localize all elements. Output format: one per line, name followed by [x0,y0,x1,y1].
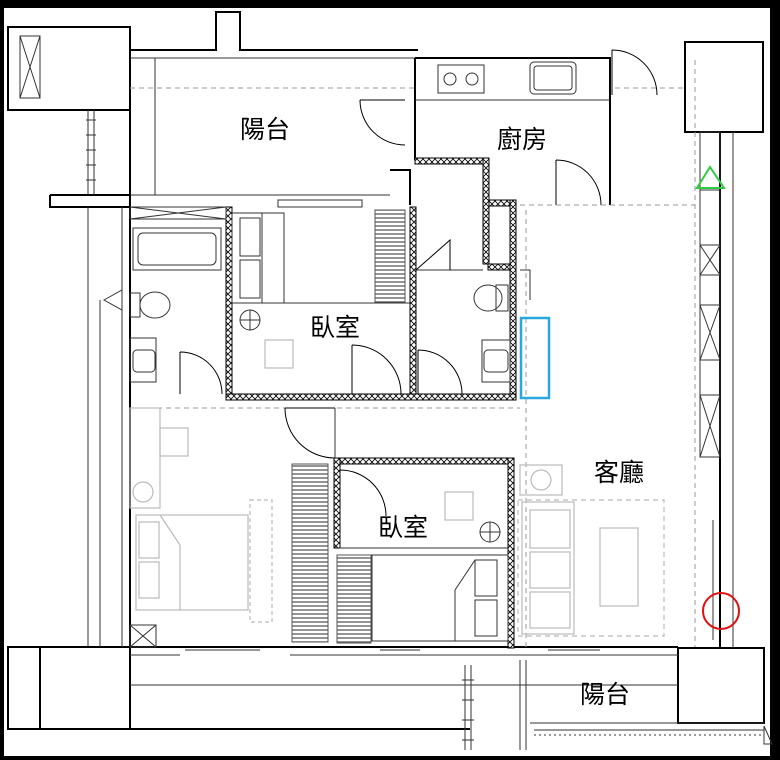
room-label-bedroom-center: 臥室 [310,313,360,342]
kitchen-area [414,49,685,206]
bedroom-lower-left [129,407,520,648]
hatched-walls [129,157,517,649]
circle-marker [702,592,740,630]
room-label-kitchen: 廚房 [497,125,547,154]
bathroom-left [102,227,223,395]
living-room-area [517,60,696,647]
room-label-balcony-top: 陽台 [240,115,290,144]
highlight-rectangle [519,316,551,400]
wardrobes [291,463,372,644]
bathroom-right [415,238,511,395]
balcony-bottom-area [185,649,773,750]
bedroom-lower-center [339,469,509,642]
paper [4,8,770,756]
room-label-balcony-bottom: 陽台 [580,680,630,709]
room-label-bedroom-lower: 臥室 [378,513,428,542]
window-wall-left [86,110,96,195]
balcony-top-area [130,58,415,208]
triangle-marker [695,165,726,189]
window-wall-right [699,131,721,640]
outer-walls [49,11,764,730]
room-label-living-room: 客廳 [594,458,644,487]
bedroom-center [231,209,410,395]
